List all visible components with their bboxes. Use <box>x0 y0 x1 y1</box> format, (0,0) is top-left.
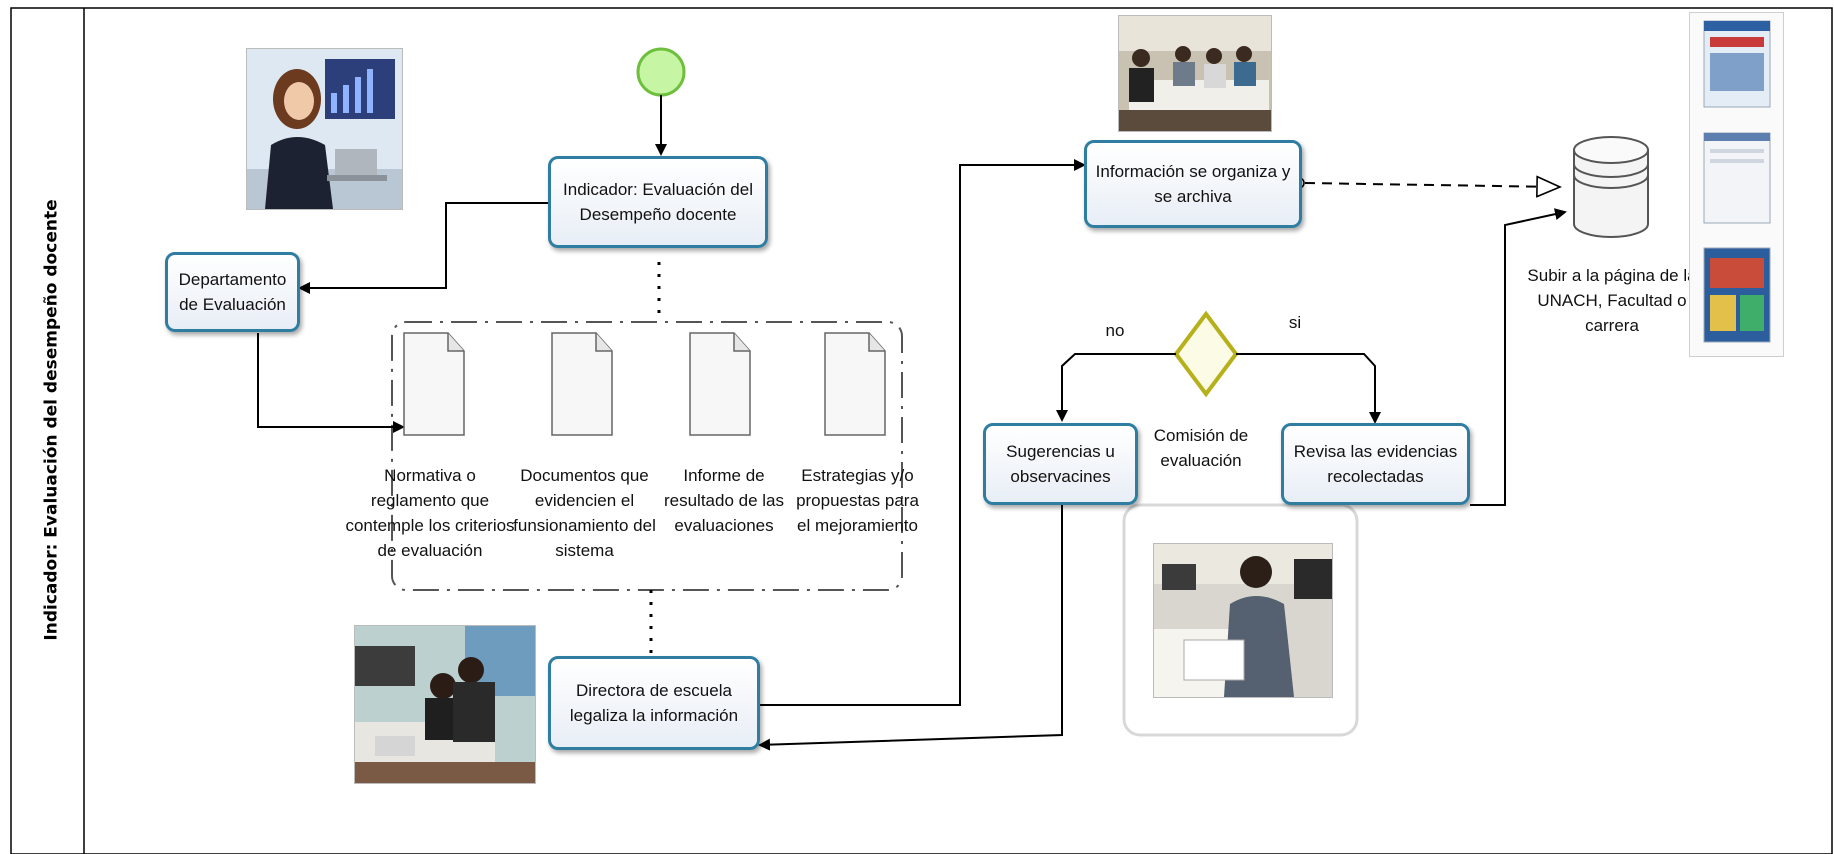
gateway-label-si: si <box>1288 313 1302 332</box>
flow-departamento-normativa <box>257 333 405 433</box>
photo-woman-laptop <box>246 48 403 210</box>
task-sugerencias-label: Sugerencias u observacines <box>1006 442 1115 486</box>
task-departamento[interactable]: Departamento de Evaluación <box>165 252 300 332</box>
start-event <box>636 47 686 97</box>
lane-title-text: Indicador: Evaluación del desempeño doce… <box>42 199 62 641</box>
task-informacion[interactable]: Información se organiza y se archiva <box>1084 140 1302 228</box>
gateway-label-no: no <box>1105 321 1125 340</box>
lane-title: Indicador: Evaluación del desempeño doce… <box>22 60 82 780</box>
task-directora[interactable]: Directora de escuela legaliza la informa… <box>548 656 760 750</box>
task-indicador[interactable]: Indicador: Evaluación del Desempeño doce… <box>548 156 768 248</box>
document-label-estrategias: Estrategias y/o propuestas para el mejor… <box>796 466 919 535</box>
document-label-documentos: Documentos que evidencien el funsionamie… <box>513 466 656 560</box>
screenshots-panel <box>1689 12 1784 357</box>
task-directora-label: Directora de escuela legaliza la informa… <box>569 681 739 725</box>
comision-group-outline <box>1122 503 1359 737</box>
document-icon <box>824 332 886 436</box>
task-informacion-label: Información se organiza y se archiva <box>1095 162 1291 206</box>
flow-sugerencias-directora <box>758 505 1063 751</box>
task-indicador-label: Indicador: Evaluación del Desempeño doce… <box>563 180 753 224</box>
photo-office-two-people <box>354 625 536 784</box>
document-label-informe: Informe de resultado de las evaluaciones <box>663 466 785 535</box>
task-sugerencias[interactable]: Sugerencias u observacines <box>983 423 1138 505</box>
document-icon <box>403 332 465 436</box>
datastore-label: Subir a la página de la UNACH, Facultad … <box>1527 266 1697 335</box>
document-icon <box>551 332 613 436</box>
comision-label: Comisión de evaluación <box>1153 426 1249 470</box>
photo-meeting <box>1118 15 1272 132</box>
datastore-icon <box>1573 136 1649 238</box>
document-icon <box>689 332 751 436</box>
gateway <box>1173 310 1239 398</box>
document-group-frame <box>391 321 903 591</box>
flow-gateway-no <box>1056 353 1176 422</box>
flow-indicador-departamento <box>298 202 548 294</box>
task-revisa-label: Revisa las evidencias recolectadas <box>1293 442 1458 486</box>
task-departamento-label: Departamento de Evaluación <box>178 270 287 314</box>
task-revisa[interactable]: Revisa las evidencias recolectadas <box>1281 423 1470 505</box>
flow-gateway-si <box>1236 353 1381 424</box>
flow-informacion-datastore <box>1304 183 1560 187</box>
photo-man-reading <box>1153 543 1333 698</box>
document-label-normativa: Normativa o reglamento que contemple los… <box>345 466 515 560</box>
flow-directora-informacion <box>756 159 1086 706</box>
pool-border <box>10 7 1833 854</box>
flow-revisa-datastore <box>1470 208 1567 506</box>
